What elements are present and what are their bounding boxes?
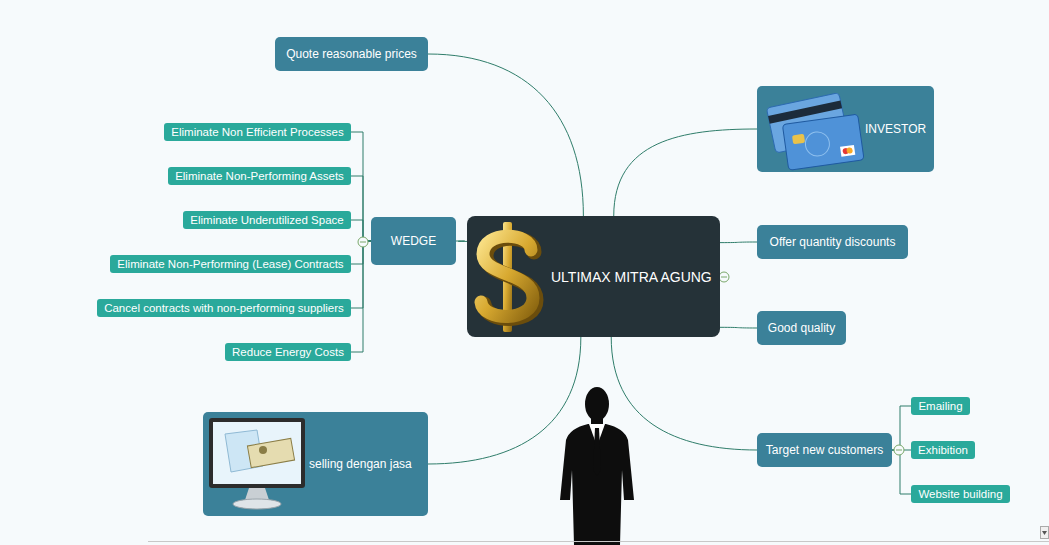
- node-label: Website building: [918, 488, 1002, 500]
- node-label: Quote reasonable prices: [286, 47, 417, 61]
- main-branch: Quote reasonable prices: [275, 37, 428, 71]
- branch-connector: [611, 337, 757, 450]
- branch-leaf: Eliminate Non-Performing (Lease) Contrac…: [110, 255, 351, 273]
- main-branch: INVESTOR: [757, 86, 934, 172]
- node-label: Emailing: [918, 400, 962, 412]
- branch-leaf: Eliminate Underutilized Space: [183, 211, 351, 229]
- branch-connector: [428, 54, 583, 216]
- branch-connector: [892, 450, 911, 494]
- branch-connector: [892, 406, 911, 450]
- node-label: Target new customers: [766, 443, 883, 457]
- node-label: WEDGE: [391, 234, 436, 248]
- branch-connector: [351, 132, 371, 241]
- node-label: Eliminate Non-Performing (Lease) Contrac…: [117, 258, 343, 270]
- branch-connector: [351, 176, 371, 241]
- cards-illustration: [757, 86, 865, 172]
- branch-connector: [720, 242, 757, 244]
- node-label: Eliminate Non Efficient Processes: [171, 126, 343, 138]
- main-branch: WEDGE: [371, 217, 456, 265]
- node-label: Reduce Energy Costs: [232, 346, 344, 358]
- main-branch: selling dengan jasa: [203, 412, 428, 516]
- dollar-illustration: [467, 216, 551, 337]
- node-label: ULTIMAX MITRA AGUNG: [551, 269, 712, 285]
- node-label: INVESTOR: [865, 122, 926, 136]
- branch-connector: [428, 337, 581, 464]
- branch-leaf: Exhibition: [911, 441, 975, 459]
- main-branch: Offer quantity discounts: [757, 225, 908, 259]
- node-label: Eliminate Non-Performing Assets: [175, 170, 344, 182]
- central-topic: ULTIMAX MITRA AGUNG: [467, 216, 720, 337]
- collapse-toggle: [358, 237, 904, 455]
- branch-connector: [351, 241, 371, 352]
- node-label: Good quality: [768, 321, 835, 335]
- branch-connector: [720, 327, 757, 329]
- monitor-illustration: [203, 412, 309, 516]
- branch-leaf: Emailing: [911, 397, 970, 415]
- branch-leaf: Reduce Energy Costs: [225, 343, 351, 361]
- node-label: Exhibition: [918, 444, 968, 456]
- branch-connector: [614, 129, 757, 216]
- branch-connector: [351, 241, 371, 308]
- businessman-figure: [560, 387, 634, 545]
- branch-leaf: Eliminate Non Efficient Processes: [164, 123, 351, 141]
- branch-leaf: Website building: [911, 485, 1010, 503]
- window-scrollbar: [148, 527, 1049, 542]
- branch-leaf: Eliminate Non-Performing Assets: [168, 167, 351, 185]
- branch-connector: [456, 241, 467, 242]
- node-label: selling dengan jasa: [309, 457, 412, 471]
- node-label: Offer quantity discounts: [770, 235, 896, 249]
- node-label: Eliminate Underutilized Space: [190, 214, 343, 226]
- node-label: Cancel contracts with non-performing sup…: [104, 302, 344, 314]
- branch-leaf: Cancel contracts with non-performing sup…: [97, 299, 351, 317]
- main-branch: Target new customers: [757, 433, 892, 467]
- main-branch: Good quality: [757, 311, 846, 345]
